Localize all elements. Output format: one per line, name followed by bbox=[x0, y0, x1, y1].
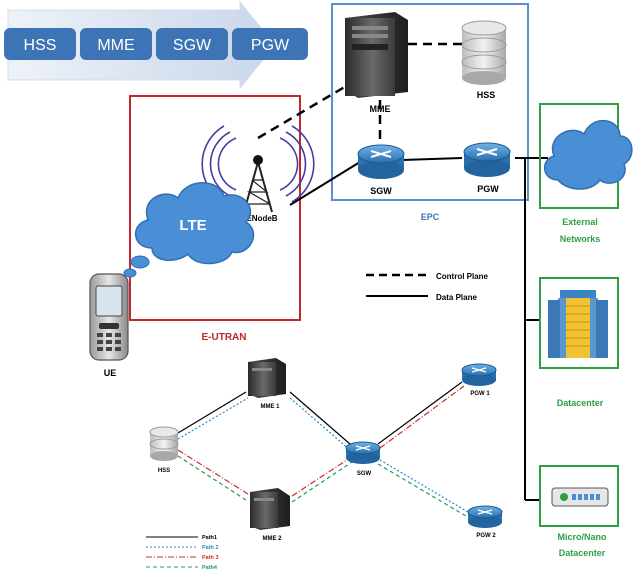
banner-box-mme bbox=[80, 28, 152, 60]
lower-hss-label: HSS bbox=[158, 468, 170, 474]
path2-mme1-sgw bbox=[289, 397, 351, 451]
banner-label-mme: MME bbox=[97, 37, 134, 54]
legend-path2-label: Path 2 bbox=[202, 545, 219, 551]
external-label-line1: External bbox=[562, 217, 598, 227]
micro-label-line2: Datacenter bbox=[559, 548, 606, 558]
lower-pgw2-router-icon bbox=[467, 505, 503, 528]
lower-mme2-server-icon bbox=[250, 488, 290, 530]
external-label-line2: Networks bbox=[560, 234, 601, 244]
path2-hss-mme1 bbox=[177, 397, 249, 440]
path3-sgw-pgw1 bbox=[379, 385, 465, 449]
lower-pgw1-label: PGW 1 bbox=[470, 391, 490, 397]
lower-pgw2-label: PGW 2 bbox=[476, 533, 496, 539]
path4-mme2-sgw bbox=[291, 461, 353, 503]
micro-datacenter-box bbox=[539, 465, 619, 527]
control-line-enodeb-mme bbox=[257, 73, 366, 140]
external-cloud-icon bbox=[544, 119, 633, 190]
path2-sgw-pgw2 bbox=[379, 459, 469, 513]
micro-datacenter-icon bbox=[551, 487, 609, 507]
banner-box-sgw bbox=[156, 28, 228, 60]
legend-data-label: Data Plane bbox=[436, 293, 477, 302]
legend-control-label: Control Plane bbox=[436, 272, 489, 281]
sgw-label: SGW bbox=[370, 186, 392, 196]
sgw-router-icon bbox=[357, 144, 405, 179]
path3-mme2-sgw bbox=[291, 457, 351, 497]
eutran-label: E-UTRAN bbox=[202, 332, 247, 343]
eutran-box bbox=[129, 95, 301, 321]
banner: HSS MME SGW PGW bbox=[4, 0, 308, 90]
banner-box-pgw bbox=[232, 28, 308, 60]
enodeb-tower-icon bbox=[201, 125, 315, 213]
path4-hss-mme2 bbox=[177, 455, 247, 501]
ue-phone-icon bbox=[89, 273, 129, 361]
legend-path3-label: Path 3 bbox=[202, 555, 219, 561]
path4-sgw-pgw2 bbox=[377, 463, 467, 517]
micro-label-line1: Micro/Nano bbox=[557, 532, 607, 542]
lower-hss-database-icon bbox=[149, 426, 179, 461]
datacenter-icon bbox=[548, 290, 608, 358]
legend-path4-label: Path4 bbox=[202, 565, 218, 571]
mme-label: MME bbox=[370, 104, 391, 114]
banner-box-hss bbox=[4, 28, 76, 60]
lower-mme2-label: MME 2 bbox=[262, 536, 282, 542]
path3-hss-mme2 bbox=[177, 449, 249, 495]
pgw-label: PGW bbox=[477, 184, 499, 194]
hss-database-icon bbox=[461, 20, 507, 85]
datacenter-box bbox=[539, 277, 619, 369]
lower-pgw1-router-icon bbox=[461, 363, 497, 386]
mme-server-icon bbox=[345, 12, 408, 98]
data-line-sgw-pgw bbox=[401, 157, 463, 161]
path-legend: Path1 Path 2 Path 3 Path4 bbox=[146, 535, 219, 571]
epc-box bbox=[331, 3, 529, 201]
path1-hss-mme1 bbox=[177, 391, 247, 434]
banner-label-hss: HSS bbox=[24, 37, 57, 54]
lower-mme1-server-icon bbox=[248, 358, 286, 398]
enodeb-label: ENodeB bbox=[246, 214, 277, 223]
legend-path1-label: Path1 bbox=[202, 535, 217, 541]
path1-mme1-sgw bbox=[289, 391, 351, 445]
data-line-enodeb-sgw bbox=[289, 161, 361, 206]
datacenter-label: Datacenter bbox=[557, 398, 604, 408]
lte-label: LTE bbox=[179, 217, 206, 234]
ue-label: UE bbox=[104, 368, 117, 378]
lower-sgw-label: SGW bbox=[357, 471, 372, 477]
hss-label: HSS bbox=[477, 90, 496, 100]
banner-label-sgw: SGW bbox=[173, 37, 212, 54]
pgw-router-icon bbox=[463, 142, 511, 177]
lower-sgw-router-icon bbox=[345, 441, 381, 464]
banner-label-pgw: PGW bbox=[251, 37, 290, 54]
epc-label: EPC bbox=[421, 212, 440, 222]
path1-sgw-pgw1 bbox=[377, 381, 463, 445]
lower-mme1-label: MME 1 bbox=[260, 404, 280, 410]
